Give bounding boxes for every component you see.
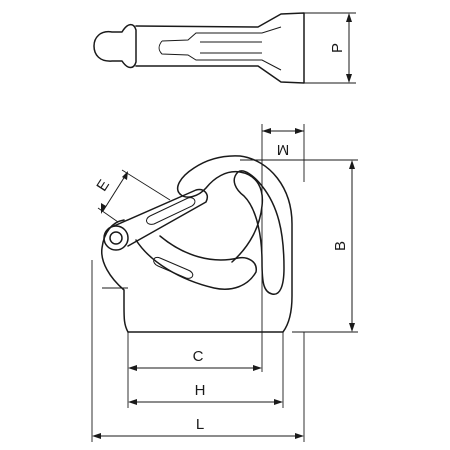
- dimension-h: H: [128, 382, 283, 405]
- label-e: E: [93, 177, 113, 195]
- dimension-p: P: [304, 12, 356, 84]
- label-b: B: [332, 241, 349, 251]
- side-view: [101, 155, 293, 333]
- label-m: M: [277, 141, 290, 158]
- top-view-body: [135, 12, 305, 84]
- label-l: L: [196, 416, 204, 433]
- top-view: [93, 12, 305, 84]
- dimension-l: L: [92, 416, 304, 439]
- label-c: C: [193, 348, 204, 365]
- pin-inner: [109, 231, 123, 245]
- top-view-pin-head: [93, 23, 137, 69]
- top-view-slot: [158, 26, 282, 71]
- latch-slot-lower: [153, 256, 194, 279]
- dimension-m: M: [261, 124, 305, 372]
- latch: [113, 188, 257, 290]
- hook-body-outline: [127, 155, 293, 333]
- label-h: H: [195, 382, 206, 399]
- pin-outer: [103, 225, 129, 251]
- label-p: P: [329, 43, 346, 53]
- hook-body-left: [101, 219, 129, 333]
- dimension-e: E: [93, 169, 171, 223]
- hook-tip: [179, 170, 264, 263]
- hook-back-slot: [233, 170, 285, 295]
- latch-slot-upper: [146, 197, 196, 225]
- dimension-c: C: [128, 348, 262, 371]
- dimension-b: B: [240, 159, 358, 333]
